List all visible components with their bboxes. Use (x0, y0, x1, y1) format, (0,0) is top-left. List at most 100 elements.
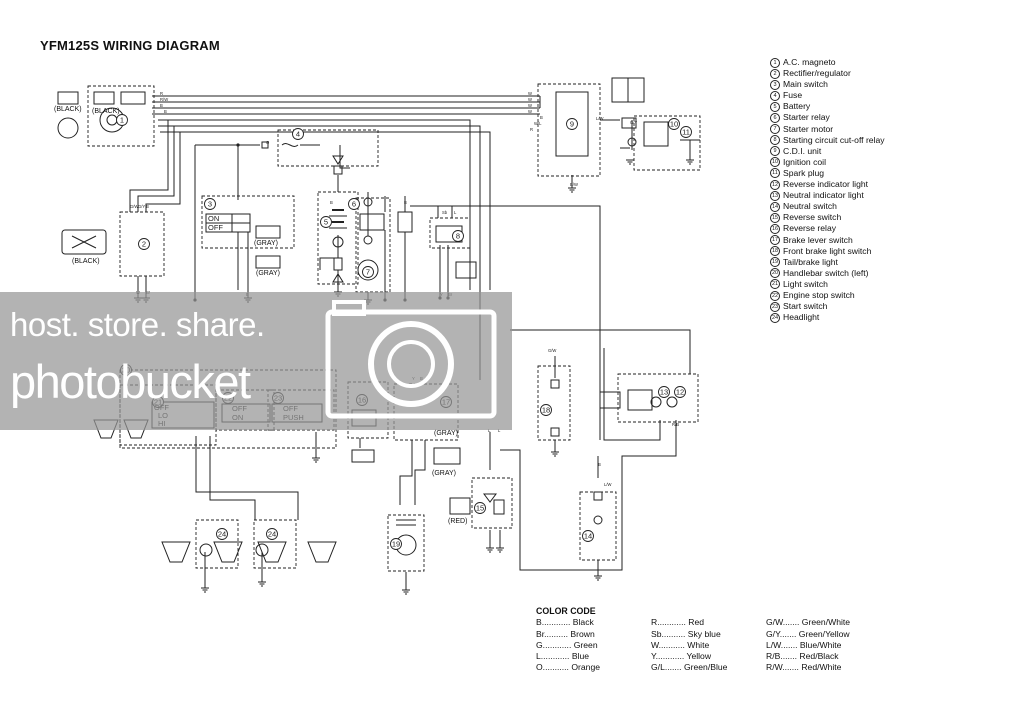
legend-number: 4 (770, 90, 780, 101)
color-code-entry: R............ Red (651, 617, 705, 628)
legend-label: C.D.I. unit (783, 145, 822, 156)
connector (599, 391, 621, 409)
component-number: 14 (584, 532, 592, 541)
legend-label: Tail/brake light (783, 256, 838, 267)
component-box (617, 373, 699, 423)
wires (129, 95, 691, 590)
legend-label: Ignition coil (783, 156, 826, 167)
neutral-switch-contact (593, 515, 603, 525)
ignition-coil (643, 121, 669, 147)
legend-label: Starting circuit cut-off relay (783, 134, 885, 145)
wire-color-label: L (454, 210, 457, 215)
connector (120, 91, 146, 105)
connector (455, 261, 477, 279)
legend-number: 20 (770, 268, 780, 279)
legend-number: 17 (770, 235, 780, 246)
watermark-tagline: host. store. share. (10, 306, 265, 343)
junction-dot (236, 143, 240, 147)
wire-color-label: Sb (442, 210, 448, 215)
brake-switch-terminal (550, 427, 560, 437)
connector-color-label: (RED) (448, 518, 468, 525)
component-number: 13 (660, 388, 668, 397)
wire-color-label: B (598, 462, 601, 467)
legend-number: 8 (770, 135, 780, 146)
component-number: 12 (676, 388, 684, 397)
wire-color-label: L (498, 428, 501, 433)
connector-color-label: (GRAY) (256, 270, 280, 277)
fuse-block (333, 165, 343, 175)
legend-number: 9 (770, 146, 780, 157)
component-number-circle (216, 528, 228, 540)
legend-label: Neutral switch (783, 201, 837, 212)
wire (414, 440, 426, 505)
component-number: 3 (208, 200, 212, 209)
component-number-circle (204, 198, 216, 210)
legend-number: 15 (770, 212, 780, 223)
headlight-connector (307, 541, 337, 563)
component-box (87, 85, 155, 147)
component-number: 10 (670, 120, 678, 129)
starter-relay-connector (397, 211, 413, 233)
component-box (317, 191, 359, 285)
connector-color-label: (GRAY) (432, 470, 456, 477)
legend-label: Reverse relay (783, 223, 837, 234)
wire-color-label: B (146, 204, 149, 209)
watermark-brand: photobucket (10, 355, 251, 408)
component-number-circle (138, 238, 150, 250)
legend-label: Starter motor (783, 123, 834, 134)
wire-color-label: W/L (534, 121, 542, 126)
headlight-connector (213, 541, 243, 563)
wire-color-label: B (164, 109, 167, 114)
watermark-overlay: host. store. share. photobucket (0, 292, 512, 430)
wire-color-label: G/W (548, 348, 556, 353)
wire-color-label: W (528, 97, 532, 102)
connector (255, 255, 281, 269)
component-box (277, 129, 379, 167)
component-number-circle (474, 502, 486, 514)
connector (255, 225, 281, 239)
relay-terminal (363, 235, 373, 245)
component-box (579, 491, 617, 561)
camera-logo-icon (325, 300, 497, 419)
component-number-circle (582, 530, 594, 542)
legend-label: Brake lever switch (783, 234, 853, 245)
wire (603, 348, 661, 441)
wire (399, 440, 413, 505)
legend-label: A.C. magneto (783, 57, 836, 67)
component-number-circle (674, 386, 686, 398)
legend-number: 24 (770, 312, 780, 323)
component-number: 6 (352, 200, 356, 209)
component-number: 18 (542, 406, 550, 415)
wire-color-label: B/W (570, 182, 578, 187)
connector (57, 91, 79, 105)
coil-terminal (627, 137, 637, 147)
wire-color-label: B (540, 115, 543, 120)
legend-number: 22 (770, 290, 780, 301)
fuse-terminal (261, 141, 269, 149)
wire-color-label: W (528, 91, 532, 96)
wire (195, 436, 299, 520)
legend-number: 19 (770, 257, 780, 268)
legend-label: Headlight (783, 312, 820, 323)
color-code-entry: G/W....... Green/White (766, 617, 851, 628)
round-connector (57, 117, 79, 139)
fuse-element (281, 143, 299, 147)
component-number: 2 (142, 240, 146, 249)
connector-color-label: (GRAY) (254, 240, 278, 247)
color-code-entry: O........... Orange (536, 662, 600, 673)
legend-number: 21 (770, 279, 780, 290)
component-box (429, 217, 471, 249)
headlight-bulb (255, 543, 269, 557)
component-box (195, 519, 239, 569)
component-number: 19 (392, 540, 400, 549)
